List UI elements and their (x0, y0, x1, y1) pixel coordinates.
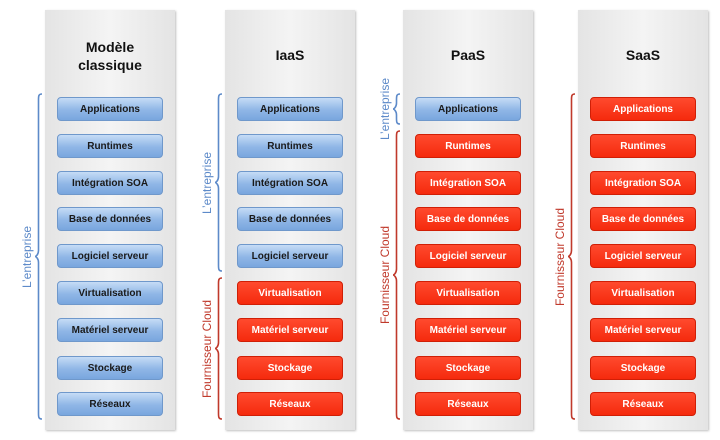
layer-stockage: Stockage (57, 356, 163, 380)
layer-virtualisation: Virtualisation (237, 281, 343, 305)
layer-virtualisation: Virtualisation (590, 281, 696, 305)
layer-base-de-donnees: Base de données (57, 207, 163, 231)
layer-logiciel-serveur: Logiciel serveur (415, 244, 521, 268)
layer-reseaux: Réseaux (237, 392, 343, 416)
layer-runtimes: Runtimes (237, 134, 343, 158)
layer-integration-soa: Intégration SOA (57, 171, 163, 195)
layer-reseaux: Réseaux (57, 392, 163, 416)
layer-base-de-donnees: Base de données (590, 207, 696, 231)
layer-runtimes: Runtimes (57, 134, 163, 158)
layer-materiel-serveur: Matériel serveur (415, 318, 521, 342)
layer-integration-soa: Intégration SOA (415, 171, 521, 195)
column-title-line: Modèle (85, 39, 135, 55)
column-title: PaaS (403, 46, 533, 64)
column-title-line: SaaS (625, 47, 661, 63)
column-title: IaaS (225, 46, 355, 64)
layer-runtimes: Runtimes (415, 134, 521, 158)
layer-logiciel-serveur: Logiciel serveur (57, 244, 163, 268)
layer-logiciel-serveur: Logiciel serveur (237, 244, 343, 268)
layer-runtimes: Runtimes (590, 134, 696, 158)
layer-base-de-donnees: Base de données (415, 207, 521, 231)
layer-materiel-serveur: Matériel serveur (237, 318, 343, 342)
layer-applications: Applications (590, 97, 696, 121)
column-title: SaaS (578, 46, 708, 64)
layer-reseaux: Réseaux (415, 392, 521, 416)
layer-virtualisation: Virtualisation (57, 281, 163, 305)
column-title-line: IaaS (275, 47, 305, 63)
layer-materiel-serveur: Matériel serveur (590, 318, 696, 342)
column-title-line: classique (78, 57, 142, 73)
layer-stockage: Stockage (415, 356, 521, 380)
provider-label: Fournisseur Cloud (553, 207, 567, 306)
layer-integration-soa: Intégration SOA (590, 171, 696, 195)
layer-integration-soa: Intégration SOA (237, 171, 343, 195)
layer-reseaux: Réseaux (590, 392, 696, 416)
layer-materiel-serveur: Matériel serveur (57, 318, 163, 342)
layer-applications: Applications (237, 97, 343, 121)
column-title: Modèle classique (45, 38, 175, 74)
layer-stockage: Stockage (590, 356, 696, 380)
layer-stockage: Stockage (237, 356, 343, 380)
layer-base-de-donnees: Base de données (237, 207, 343, 231)
column-title-line: PaaS (450, 47, 486, 63)
layer-logiciel-serveur: Logiciel serveur (590, 244, 696, 268)
layer-virtualisation: Virtualisation (415, 281, 521, 305)
layer-applications: Applications (415, 97, 521, 121)
layer-applications: Applications (57, 97, 163, 121)
